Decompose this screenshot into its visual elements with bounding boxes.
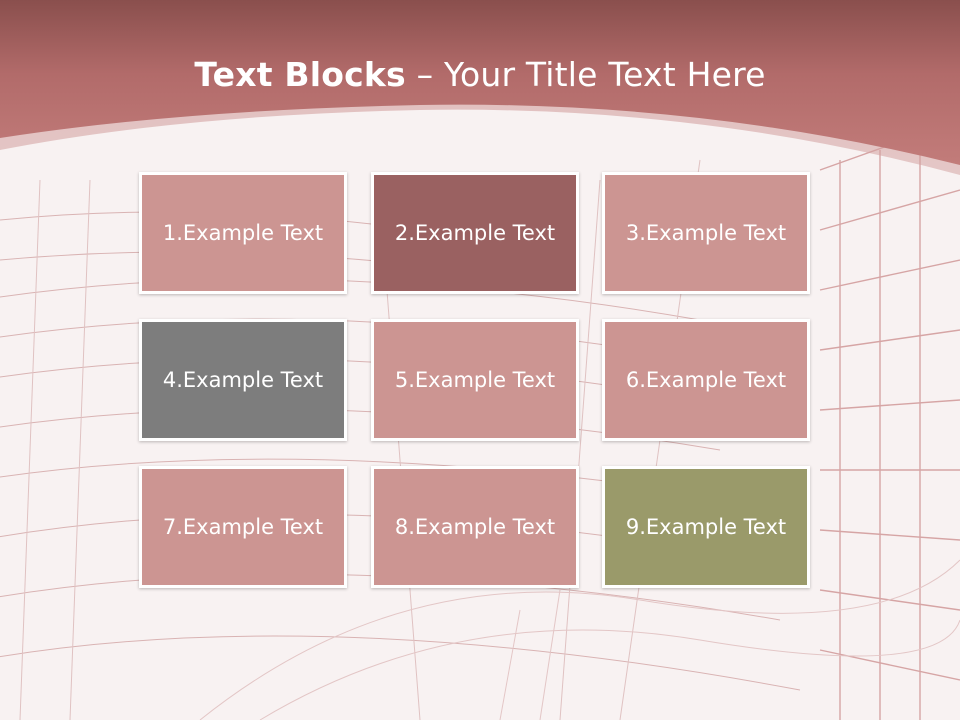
header-band [0,0,960,175]
title-bold: Text Blocks [194,55,406,94]
text-block-9[interactable]: 9.Example Text [602,466,810,588]
text-block-label: 6.Example Text [625,368,787,392]
text-block-8[interactable]: 8.Example Text [371,466,579,588]
text-block-3[interactable]: 3.Example Text [602,172,810,294]
text-block-5[interactable]: 5.Example Text [371,319,579,441]
text-block-7[interactable]: 7.Example Text [139,466,347,588]
text-block-6[interactable]: 6.Example Text [602,319,810,441]
text-block-label: 2.Example Text [394,221,556,245]
page-title: Text Blocks – Your Title Text Here [0,52,960,98]
text-block-label: 5.Example Text [394,368,556,392]
text-block-2[interactable]: 2.Example Text [371,172,579,294]
text-block-label: 7.Example Text [162,515,324,539]
text-block-label: 9.Example Text [625,515,787,539]
text-block-label: 4.Example Text [162,368,324,392]
text-block-label: 3.Example Text [625,221,787,245]
text-block-label: 1.Example Text [162,221,324,245]
text-block-label: 8.Example Text [394,515,556,539]
title-separator: – [405,55,444,94]
text-block-4[interactable]: 4.Example Text [139,319,347,441]
text-block-1[interactable]: 1.Example Text [139,172,347,294]
title-regular: Your Title Text Here [443,55,766,94]
